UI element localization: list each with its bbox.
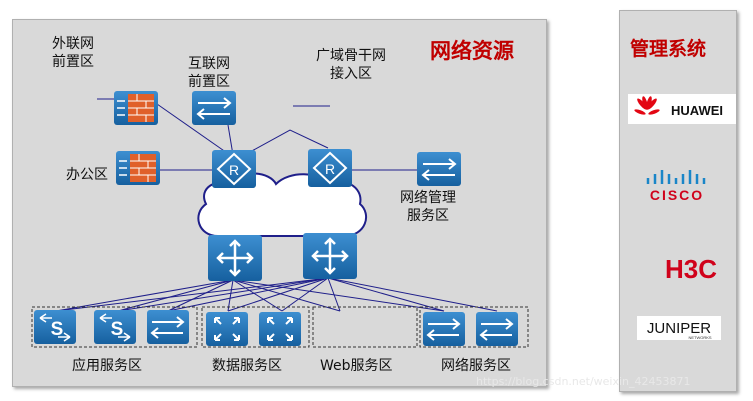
server-icon: S bbox=[94, 310, 136, 344]
switch-icon bbox=[192, 91, 236, 125]
office-zone-label: 办公区 bbox=[66, 167, 108, 183]
router-icon: R bbox=[308, 149, 352, 187]
switch-icon bbox=[476, 312, 518, 346]
cisco-logo-icon: CISCO bbox=[646, 170, 706, 203]
web-service-zone-label: Web服务区 bbox=[320, 358, 393, 374]
huawei-logo-icon: HUAWEI bbox=[628, 94, 736, 124]
data-service-zone-box bbox=[201, 306, 310, 348]
core-switch-icon bbox=[208, 235, 262, 281]
firewall-icon bbox=[116, 151, 160, 185]
management-systems-title: 管理系统 bbox=[630, 38, 707, 60]
storage-switch-icon bbox=[259, 312, 301, 346]
svg-text:S: S bbox=[51, 319, 64, 340]
app-service-zone-box bbox=[31, 306, 198, 348]
wan-access-zone-label: 广域骨干网 接入区 bbox=[316, 48, 386, 82]
svg-text:CISCO: CISCO bbox=[650, 187, 704, 203]
h3c-logo-icon: H3C bbox=[665, 254, 717, 284]
network-service-zone-box bbox=[419, 306, 529, 348]
app-service-zone-label: 应用服务区 bbox=[72, 358, 142, 374]
internet-front-zone-label: 互联网 前置区 bbox=[188, 56, 230, 90]
network-mgmt-zone-label: 网络管理 服务区 bbox=[400, 190, 456, 224]
core-switch-icon bbox=[303, 233, 357, 279]
svg-text:JUNIPER: JUNIPER bbox=[647, 320, 711, 337]
svg-text:R: R bbox=[229, 162, 239, 178]
firewall-icon bbox=[114, 91, 158, 125]
network-resources-title: 网络资源 bbox=[430, 39, 514, 63]
switch-icon bbox=[417, 152, 461, 186]
switch-icon bbox=[423, 312, 465, 346]
data-service-zone-label: 数据服务区 bbox=[212, 358, 282, 374]
storage-switch-icon bbox=[206, 312, 248, 346]
svg-text:S: S bbox=[111, 319, 124, 340]
svg-text:HUAWEI: HUAWEI bbox=[671, 103, 723, 118]
server-icon: S bbox=[34, 310, 76, 344]
watermark: https://blog.csdn.net/weixin_42453871 bbox=[476, 375, 691, 388]
switch-icon bbox=[147, 310, 189, 344]
svg-text:R: R bbox=[325, 161, 335, 177]
svg-text:H3C: H3C bbox=[665, 254, 717, 284]
external-front-zone-label: 外联网 前置区 bbox=[52, 36, 94, 70]
router-icon: R bbox=[212, 150, 256, 188]
web-service-zone-box bbox=[312, 306, 418, 348]
network-service-zone-label: 网络服务区 bbox=[441, 358, 511, 374]
svg-text:NETWORKS: NETWORKS bbox=[688, 335, 711, 340]
network-cloud bbox=[197, 172, 368, 237]
network-links bbox=[55, 98, 498, 312]
juniper-logo-icon: JUNIPER NETWORKS bbox=[637, 316, 721, 340]
